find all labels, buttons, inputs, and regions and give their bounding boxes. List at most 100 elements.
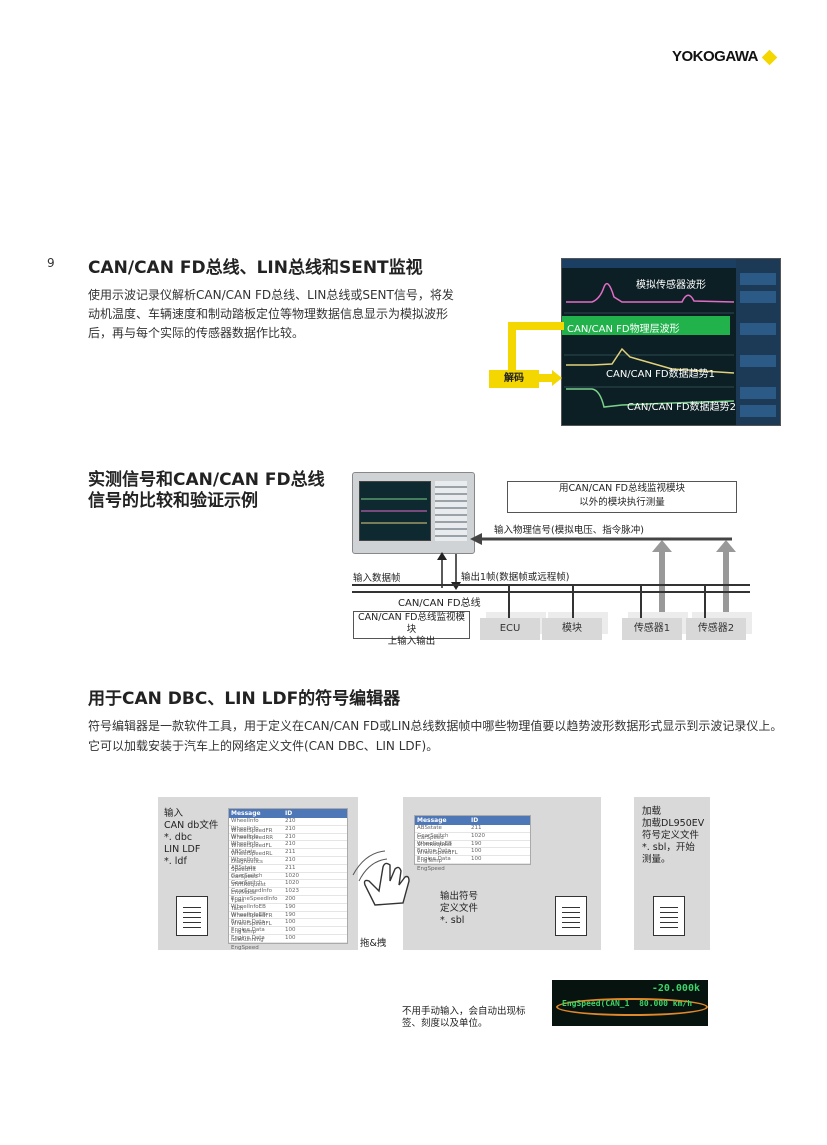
section1-body: 使用示波记录仪解析CAN/CAN FD总线、LIN总线或SENT信号，将发动机温… [88, 288, 454, 340]
table-cell: GearSwitch [417, 832, 449, 839]
readout-caption: 不用手动输入，会自动出现标 签、刻度以及单位。 [402, 1006, 526, 1030]
panel2-line: 输出符号 [440, 891, 479, 902]
table-row: GearSwitch 1020 ShiftRequest [229, 872, 347, 888]
output-frame-label: 输出1帧(数据帧或远程帧) [461, 572, 570, 583]
table-cell: WheelSpeedRR [231, 835, 274, 842]
table-cell: 190 [471, 840, 482, 847]
table-cell: EngineSpeedInfo [231, 895, 278, 902]
panel2-line: *. sbl [440, 915, 465, 926]
table-cell: 211 [285, 864, 296, 871]
section2-title-line2: 信号的比较和验证示例 [88, 491, 258, 511]
table-cell: GearSwitch [231, 872, 263, 879]
label-analog-waveform: 模拟传感器波形 [636, 280, 706, 291]
panel1-line: 输入 [164, 808, 184, 819]
table-cell: Tpos [231, 897, 245, 904]
table-cell: EngSpeed [231, 944, 259, 951]
label-data-trend-1: CAN/CAN FD数据趋势1 [606, 369, 715, 380]
table-cell: 200 [285, 895, 296, 902]
section-number: 9 [47, 256, 55, 270]
table-cell: 190 [285, 903, 296, 910]
decode-label: 解码 [489, 370, 539, 388]
table-cell: WheelSpeedRL [231, 850, 273, 857]
table-cell: WheelInfo [231, 825, 259, 832]
input-frame-label: 输入数据帧 [353, 573, 401, 584]
table-cell: 1020 [471, 832, 485, 839]
table-cell: 210 [285, 856, 296, 863]
bus-drop-sensor1 [640, 586, 642, 618]
oscilloscope-screen [561, 258, 781, 426]
table-cell: 100 [471, 856, 482, 863]
table-cell: WheelSpeedFL [231, 921, 272, 928]
table-cell: Engine Data [231, 934, 265, 941]
table-cell: ABSstate [231, 849, 256, 856]
table-cell: EngTemp [417, 857, 443, 864]
table-cell: 211 [471, 825, 482, 831]
sbl-file-icon [555, 896, 587, 936]
table-cell: WheelSpeedFR [231, 913, 273, 920]
decode-arrow-vertical [508, 322, 516, 372]
table-cell: ShiftRequest [417, 842, 452, 849]
label-data-trend-2: CAN/CAN FD数据趋势2 [627, 402, 736, 413]
label-physical-layer: CAN/CAN FD物理层波形 [567, 324, 680, 335]
drag-drop-label: 拖&拽 [360, 938, 387, 949]
external-module-box: 用CAN/CAN FD总线监视模块 以外的模块执行测量 [507, 481, 737, 513]
readout-main-value: EngSpeed(CAN_1 80.000 km/h [562, 999, 693, 1008]
table-cell: WheelSpeedFR [231, 827, 273, 834]
table-row: WheelInfo 210WheelSpeedFR [229, 818, 347, 834]
table-cell: 1023 [285, 888, 299, 895]
monitor-module-line2: 上输入输出 [387, 636, 436, 647]
table-cell: WheelInfo [231, 833, 259, 840]
table-cell: EngTemp [231, 928, 257, 935]
panel3-line: 加载 [642, 806, 662, 817]
table-cell: 190 [285, 911, 296, 918]
table-cell: 100 [285, 919, 296, 926]
scope-side-menu [736, 259, 780, 425]
table-cell: SpeedHit [231, 866, 257, 873]
readout-top-value: -20.000k [651, 983, 700, 994]
panel3-line: 符号定义文件 [642, 830, 700, 841]
dbc-file-icon [176, 896, 208, 936]
table-cell: ABSstate [417, 825, 442, 831]
table-cell: CarSpeed [231, 874, 258, 881]
panel3-text: 加载 加载DL950EV 符号定义文件 *. sbl，开始 测量。 [642, 806, 704, 866]
section2-title: 实测信号和CAN/CAN FD总线 信号的比较和验证示例 [88, 470, 348, 512]
table-cell: 210 [285, 818, 296, 824]
table-cell: WheelSpeedFL [231, 843, 272, 850]
bus-drop-sensor2 [704, 586, 706, 618]
table-cell: WheelInfoEB [417, 840, 452, 847]
module-sensor-1: 传感器1 [622, 618, 682, 640]
table-header-cell: ID [285, 810, 293, 817]
table-cell: Engine Data [417, 856, 451, 863]
table-cell: GearSpeedInfo [231, 888, 272, 895]
table-cell: WheelInfoEB [231, 903, 266, 910]
table-cell: ShiftRequest [231, 882, 266, 889]
caption-line2: 签、刻度以及单位。 [402, 1018, 488, 1029]
bus-drop-module [572, 586, 574, 618]
table-cell: IdleRunning [231, 936, 264, 943]
panel1-line: *. dbc [164, 832, 193, 843]
table-cell: Engine Data [231, 927, 265, 934]
bus-line-bottom [352, 591, 750, 593]
drag-hand-icon [352, 850, 410, 906]
monitor-module-box: CAN/CAN FD总线监视模块 上输入输出 [353, 611, 470, 647]
section3-body: 符号编辑器是一款软件工具，用于定义在CAN/CAN FD或LIN总线数据帧中哪些… [88, 719, 783, 753]
section2-title-line1: 实测信号和CAN/CAN FD总线 [88, 470, 325, 490]
module-generic: 模块 [542, 618, 602, 640]
table-cell: GearSwitch [231, 880, 263, 887]
module-sensor-2: 传感器2 [686, 618, 746, 640]
table-cell: Diagnostics [231, 858, 263, 865]
table-cell: 1020 [285, 880, 299, 887]
